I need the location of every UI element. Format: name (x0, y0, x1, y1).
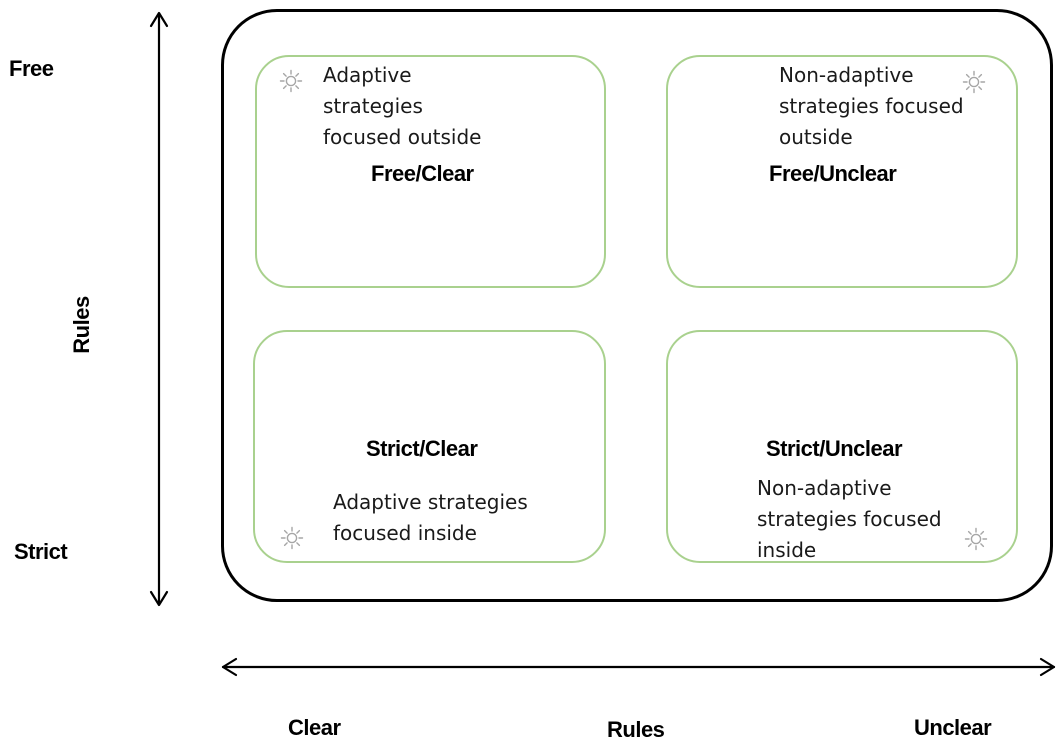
quadrant-title: Free/Unclear (769, 161, 897, 186)
quadrant-strict-clear: Strict/Clear Adaptive strategies focused… (253, 330, 606, 563)
vertical-axis-bottom-label: Strict (14, 539, 68, 564)
sun-icon (280, 526, 304, 550)
description-line: Adaptive (323, 63, 412, 87)
description-line: outside (779, 125, 853, 149)
horizontal-axis-left-label: Clear (288, 715, 341, 740)
quadrant-description: Adaptive strategies focused inside (333, 487, 528, 549)
horizontal-axis-arrow (221, 657, 1056, 677)
sun-icon (279, 69, 303, 93)
quadrant-free-clear: Adaptive strategies focused outside Free… (255, 55, 606, 288)
quadrant-description: Adaptive strategies focused outside (323, 60, 481, 153)
horizontal-axis-title: Rules (607, 717, 665, 742)
description-line: strategies (323, 94, 423, 118)
quadrant-title: Strict/Clear (366, 436, 478, 461)
description-line: focused outside (323, 125, 482, 149)
vertical-axis-top-label: Free (9, 56, 54, 81)
description-line: strategies focused (779, 94, 964, 118)
quadrant-title: Free/Clear (371, 161, 474, 186)
description-line: Adaptive strategies (333, 490, 528, 514)
sun-icon (962, 70, 986, 94)
vertical-axis-arrow (149, 11, 169, 607)
quadrant-description: Non-adaptive strategies focused inside (757, 473, 942, 566)
quadrant-strict-unclear: Strict/Unclear Non-adaptive strategies f… (666, 330, 1018, 563)
quadrant-title: Strict/Unclear (766, 436, 903, 461)
description-line: strategies focused (757, 507, 942, 531)
description-line: inside (757, 538, 817, 562)
horizontal-axis-right-label: Unclear (914, 715, 992, 740)
sun-icon (964, 527, 988, 551)
quadrant-free-unclear: Non-adaptive strategies focused outside … (666, 55, 1018, 288)
vertical-axis-title: Rules (69, 296, 94, 354)
description-line: Non-adaptive (757, 476, 892, 500)
matrix-frame (221, 9, 1053, 602)
quadrant-description: Non-adaptive strategies focused outside (779, 60, 964, 153)
description-line: Non-adaptive (779, 63, 914, 87)
description-line: focused inside (333, 521, 477, 545)
